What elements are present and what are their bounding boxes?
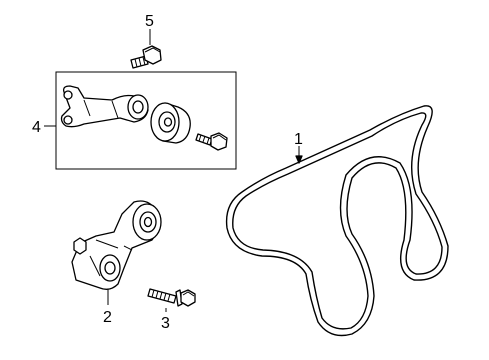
bracket-bolt (130, 45, 162, 69)
leader-1-arrow (295, 155, 303, 164)
tensioner (71, 200, 162, 290)
idler-pulley (150, 102, 191, 144)
bracket-mount-hole-top (63, 90, 73, 100)
bolt-thread (130, 55, 149, 69)
callout-2: 2 (103, 309, 112, 326)
callout-1: 1 (294, 131, 303, 148)
callout-4: 4 (32, 119, 41, 136)
assembly-frame (55, 71, 237, 170)
bracket-mount-hole-bottom (63, 115, 73, 125)
pulley-bolt (195, 132, 228, 151)
tensioner-stop (73, 237, 87, 255)
callout-5: 5 (145, 13, 154, 30)
callout-3: 3 (161, 315, 170, 332)
tensioner-bolt (147, 288, 196, 307)
idler-bracket (60, 85, 149, 128)
bolt-head (142, 45, 162, 65)
serpentine-belt (225, 105, 449, 337)
